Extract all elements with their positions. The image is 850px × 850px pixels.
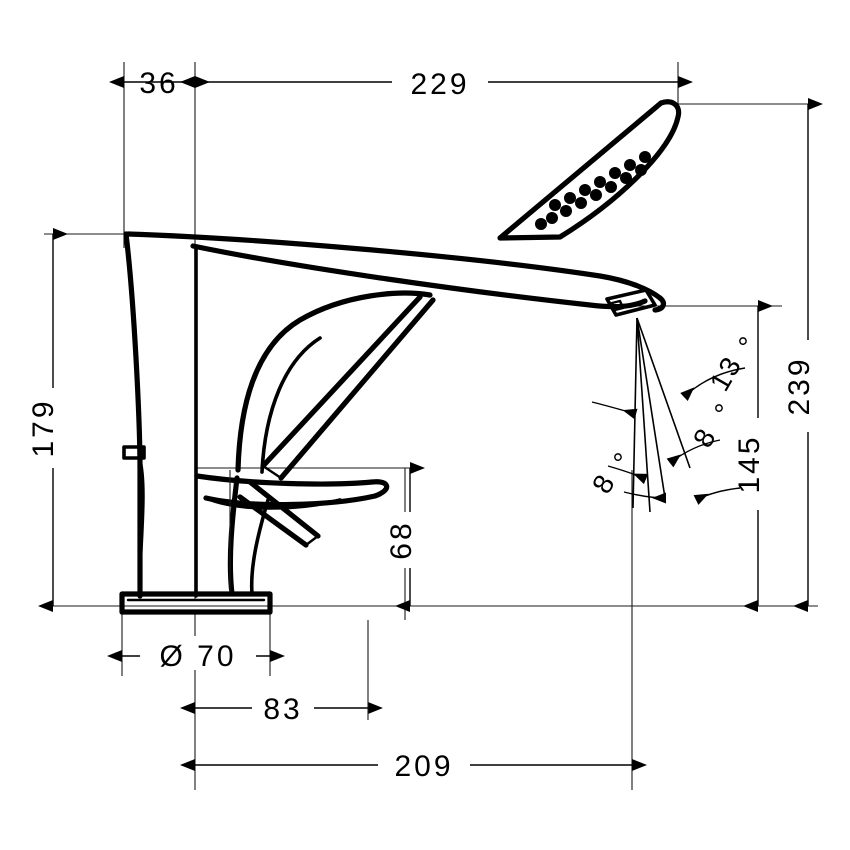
dimension-209-label: 209 [394,750,453,783]
angle-13-label: 13 [704,350,748,396]
handle-blade-lower [278,297,436,481]
spout-nose [652,295,666,313]
dimension-diameter-70: Ø 70 [107,636,285,673]
riser-inner-taper [138,456,145,562]
dimension-239: 239 [783,98,823,612]
dimension-229-label: 229 [410,68,469,101]
base-plate [119,591,273,615]
angle-callout-13: 13 ° [591,330,765,420]
dimension-209: 209 [180,747,647,783]
angle-8-lower-label: 8 [586,468,622,499]
dimension-239-label: 239 [783,356,816,415]
dimension-83: 83 [180,620,383,726]
angle-8-lower-degree-symbol: ° [607,446,640,473]
handle-collar [194,473,390,508]
dimension-145-label: 145 [733,434,766,493]
spout-outlet-block [605,288,657,317]
handle-stem-left [227,475,240,597]
hand-shower-outline [497,99,682,241]
handle-stem-right [249,498,270,596]
dimension-diameter-70-label: Ø 70 [159,640,236,673]
angle-13-degree-symbol: ° [732,330,765,357]
angle-callout-8-lower: 8 ° [586,446,741,505]
dimension-68-label: 68 [385,520,418,559]
dimension-179-label: 179 [27,398,60,457]
spray-angle-fan [632,317,691,513]
hand-shower-seam [502,107,658,238]
spout-lower-edge [190,243,648,310]
diverter-nub [122,445,146,460]
faucet-body-geometry [119,99,682,615]
hand-shower-nozzles [535,151,651,230]
riser-left-profile [123,231,143,599]
dimension-36: 36 [109,67,210,100]
handle-collar-skirt [204,496,342,510]
angle-8-middle-label: 8 [687,422,723,453]
spout-top-edge [125,231,663,301]
support-fin-end [304,534,320,547]
dimension-68: 68 [385,462,426,612]
support-fin-lower [237,494,309,548]
lever-inner-arc [260,336,322,474]
handle-blade-end [261,464,283,480]
dimension-36-label: 36 [139,67,178,100]
dimension-229: 229 [180,66,693,101]
angle-8-middle-degree-symbol: ° [708,397,741,424]
spout-outlet-aperture [610,299,625,312]
dimension-83-label: 83 [263,693,302,726]
dimension-179: 179 [27,228,68,612]
dimension-145: 145 [733,300,774,612]
handle-blade-upper [260,294,423,469]
support-fin-upper [247,479,321,539]
lever-outer-arc [235,290,433,473]
